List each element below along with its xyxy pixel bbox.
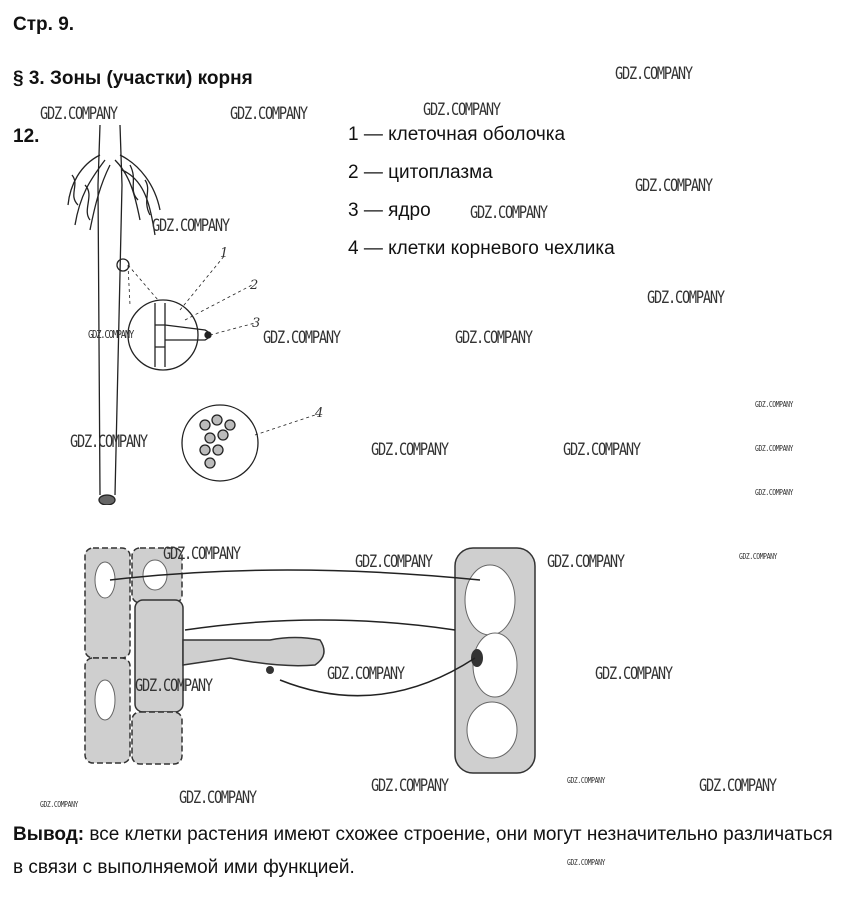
watermark: GDZ.COMPANY	[371, 776, 449, 796]
watermark: GDZ.COMPANY	[40, 800, 78, 809]
watermark: GDZ.COMPANY	[567, 858, 605, 867]
watermark: GDZ.COMPANY	[615, 64, 693, 84]
watermark: GDZ.COMPANY	[647, 288, 725, 308]
watermark: GDZ.COMPANY	[567, 776, 605, 785]
watermark: GDZ.COMPANY	[355, 552, 433, 572]
watermark: GDZ.COMPANY	[70, 432, 148, 452]
watermark: GDZ.COMPANY	[470, 203, 548, 223]
watermark: GDZ.COMPANY	[699, 776, 777, 796]
watermark: GDZ.COMPANY	[152, 216, 230, 236]
watermark: GDZ.COMPANY	[230, 104, 308, 124]
watermark: GDZ.COMPANY	[327, 664, 405, 684]
watermark: GDZ.COMPANY	[455, 328, 533, 348]
watermark: GDZ.COMPANY	[635, 176, 713, 196]
watermark: GDZ.COMPANY	[563, 440, 641, 460]
watermark: GDZ.COMPANY	[371, 440, 449, 460]
figure-label-2: 2	[249, 278, 258, 293]
watermark: GDZ.COMPANY	[755, 488, 793, 497]
plant-cells-figure	[84, 547, 536, 774]
figure-label-3: 3	[252, 316, 260, 331]
figure-label-1: 1	[220, 246, 228, 261]
legend-item-1: 1 — клеточная оболочка	[348, 124, 566, 145]
watermark: GDZ.COMPANY	[163, 544, 241, 564]
legend-item-4: 4 — клетки корневого чехлика	[348, 238, 615, 259]
page-label: Стр. 9.	[13, 14, 75, 35]
legend-item-3: 3 — ядро	[348, 200, 431, 221]
watermark: GDZ.COMPANY	[423, 100, 501, 120]
watermark: GDZ.COMPANY	[179, 788, 257, 808]
watermark: GDZ.COMPANY	[135, 676, 213, 696]
watermark: GDZ.COMPANY	[595, 664, 673, 684]
watermark: GDZ.COMPANY	[40, 104, 118, 124]
conclusion: Вывод: все клетки растения имеют схожее …	[13, 818, 833, 884]
conclusion-text: все клетки растения имеют схожее строени…	[13, 824, 833, 878]
figure-label-4: 4	[314, 406, 323, 421]
conclusion-label: Вывод:	[13, 824, 85, 845]
watermark: GDZ.COMPANY	[88, 328, 134, 341]
root-zones-figure: 1 2 3 4	[67, 125, 323, 505]
watermark: GDZ.COMPANY	[739, 552, 777, 561]
task-number: 12.	[13, 126, 40, 147]
watermark: GDZ.COMPANY	[755, 400, 793, 409]
watermark: GDZ.COMPANY	[263, 328, 341, 348]
watermark: GDZ.COMPANY	[755, 444, 793, 453]
legend-item-2: 2 — цитоплазма	[348, 162, 493, 183]
section-title: § 3. Зоны (участки) корня	[13, 68, 253, 89]
watermark: GDZ.COMPANY	[547, 552, 625, 572]
